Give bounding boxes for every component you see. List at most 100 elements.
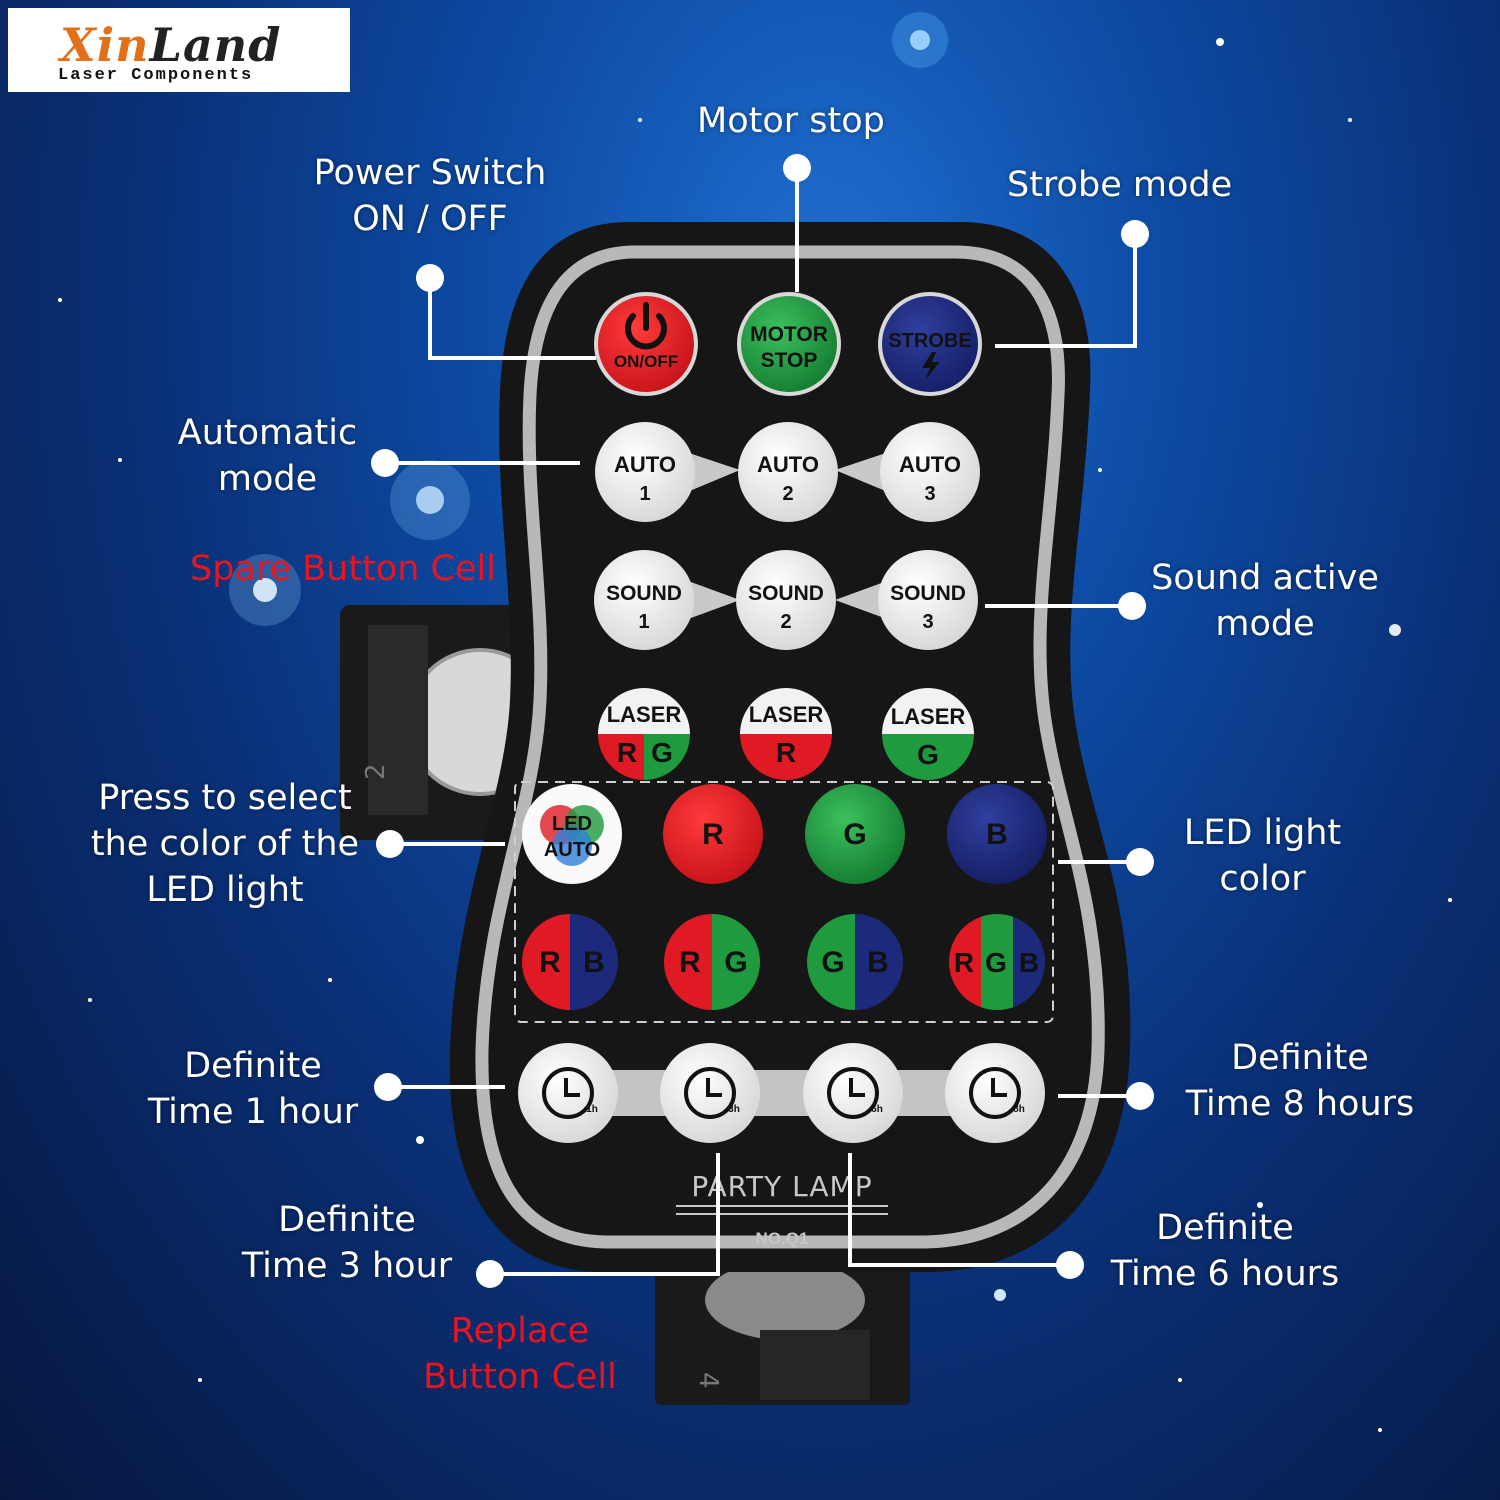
sound-3-num: 3 xyxy=(922,611,933,633)
label-time6-line1: Definite xyxy=(1156,1208,1294,1248)
led-gb-b: B xyxy=(867,946,889,979)
sound-2-num: 2 xyxy=(780,611,791,633)
label-sound-active-mode: Sound active mode xyxy=(1140,555,1390,647)
sound-3-button[interactable]: SOUND 3 xyxy=(878,550,978,650)
battery-digit-bottom: 4 xyxy=(693,1372,723,1389)
brand-subtitle: Laser Components xyxy=(58,66,254,85)
label-press-line3: LED light xyxy=(146,870,304,910)
label-time8-line2: Time 8 hours xyxy=(1185,1084,1415,1124)
model-name: PARTY LAMP xyxy=(691,1170,872,1203)
motor-stop-label-1: MOTOR xyxy=(750,323,828,346)
label-time-6-hours: Definite Time 6 hours xyxy=(1105,1205,1345,1297)
label-time-1-hour: Definite Time 1 hour xyxy=(138,1043,368,1135)
timer-band xyxy=(560,1070,1000,1116)
label-power-switch: Power Switch ON / OFF xyxy=(295,150,565,242)
strobe-label: STROBE xyxy=(888,330,971,352)
label-automatic-line1: Automatic xyxy=(177,413,358,453)
brand-logo: XinLand Laser Components xyxy=(8,8,350,92)
timer-8h-button[interactable]: 8h xyxy=(945,1043,1045,1143)
timer-3h-button[interactable]: 3h xyxy=(660,1043,760,1143)
led-green-button[interactable]: G xyxy=(805,784,905,884)
clock-icon xyxy=(684,1067,736,1119)
label-spare-button-cell: Spare Button Cell xyxy=(190,549,496,589)
auto-2-num: 2 xyxy=(782,483,793,505)
label-led-color-line2: color xyxy=(1219,859,1306,899)
power-icon xyxy=(625,302,667,350)
led-green-letter: G xyxy=(843,818,866,851)
timer-8h-label: 8h xyxy=(1013,1104,1025,1115)
label-led-light-color: LED light color xyxy=(1165,810,1360,902)
label-replace-button-cell: Replace Button Cell xyxy=(410,1308,630,1400)
timer-3h-label: 3h xyxy=(728,1104,740,1115)
label-replace-line1: Replace xyxy=(450,1311,590,1351)
label-time-8-hours: Definite Time 8 hours xyxy=(1180,1035,1420,1127)
led-rg-button[interactable]: R G xyxy=(664,914,760,1010)
laser-g-button[interactable]: LASER G xyxy=(882,688,974,780)
timer-1h-button[interactable]: 1h xyxy=(518,1043,618,1143)
led-rb-b: B xyxy=(583,946,605,979)
led-rb-r: R xyxy=(539,946,561,979)
auto-3-word: AUTO xyxy=(899,452,961,477)
auto-3-button[interactable]: AUTO 3 xyxy=(880,422,980,522)
auto-1-button[interactable]: AUTO 1 xyxy=(595,422,695,522)
led-rg-g: G xyxy=(724,946,747,979)
led-auto-button[interactable]: LED AUTO xyxy=(522,784,622,884)
timer-1h-label: 1h xyxy=(586,1104,598,1115)
led-auto-label-1: LED xyxy=(552,813,592,835)
laser-rg-button[interactable]: LASER R G xyxy=(598,688,690,780)
label-sound-active-line2: mode xyxy=(1215,604,1315,644)
laser-r-button[interactable]: LASER R xyxy=(740,688,832,780)
auto-2-button[interactable]: AUTO 2 xyxy=(738,422,838,522)
label-automatic-mode: Automatic mode xyxy=(160,410,375,502)
led-rgb-r: R xyxy=(954,947,974,978)
led-blue-letter: B xyxy=(986,818,1008,851)
auto-2-word: AUTO xyxy=(757,452,819,477)
label-led-color-line1: LED light xyxy=(1183,813,1342,853)
power-button-label: ON/OFF xyxy=(614,352,678,371)
timer-6h-label: 6h xyxy=(871,1104,883,1115)
label-time-3-hour: Definite Time 3 hour xyxy=(232,1197,462,1289)
callout-lines xyxy=(385,168,1140,1276)
timer-6h-button[interactable]: 6h xyxy=(803,1043,903,1143)
led-rgb-b: B xyxy=(1019,947,1039,978)
label-automatic-line2: mode xyxy=(217,459,318,499)
sound-1-button[interactable]: SOUND 1 xyxy=(594,550,694,650)
callout-dots xyxy=(371,154,1154,1288)
led-gb-button[interactable]: G B xyxy=(807,914,903,1010)
auto-1-word: AUTO xyxy=(614,452,676,477)
label-time6-line2: Time 6 hours xyxy=(1110,1254,1340,1294)
label-time1-line2: Time 1 hour xyxy=(147,1092,359,1132)
led-auto-label-2: AUTO xyxy=(544,839,600,861)
label-power-switch-line2: ON / OFF xyxy=(352,199,508,239)
laser-rg-r: R xyxy=(617,737,637,768)
motor-stop-button[interactable]: MOTOR STOP xyxy=(737,292,841,396)
motor-stop-label-2: STOP xyxy=(761,349,818,372)
replace-battery-holder: 4 xyxy=(655,1260,910,1405)
battery-digit-top: 2 xyxy=(361,763,391,780)
label-time3-line2: Time 3 hour xyxy=(241,1246,453,1286)
sound-2-button[interactable]: SOUND 2 xyxy=(736,550,836,650)
clock-icon xyxy=(827,1067,879,1119)
clock-icon xyxy=(542,1067,594,1119)
laser-g-word: LASER xyxy=(891,704,966,729)
label-press-line1: Press to select xyxy=(98,778,352,818)
led-rg-r: R xyxy=(679,946,701,979)
remote-body-stripe xyxy=(475,245,1105,1249)
led-gb-g: G xyxy=(821,946,844,979)
label-time1-line1: Definite xyxy=(184,1046,322,1086)
laser-rg-word: LASER xyxy=(607,702,682,727)
label-sound-active-line1: Sound active xyxy=(1151,558,1379,598)
label-motor-stop: Motor stop xyxy=(697,101,885,141)
power-button[interactable]: ON/OFF xyxy=(594,292,698,396)
clock-icon xyxy=(969,1067,1021,1119)
label-press-to-select: Press to select the color of the LED lig… xyxy=(75,775,375,913)
strobe-button[interactable]: STROBE xyxy=(878,292,982,396)
brand-name-x: Xin xyxy=(60,18,150,72)
led-red-button[interactable]: R xyxy=(663,784,763,884)
label-strobe-mode: Strobe mode xyxy=(1007,165,1233,205)
sound-3-word: SOUND xyxy=(890,582,966,605)
led-rb-button[interactable]: R B xyxy=(522,914,618,1010)
led-blue-button[interactable]: B xyxy=(947,784,1047,884)
